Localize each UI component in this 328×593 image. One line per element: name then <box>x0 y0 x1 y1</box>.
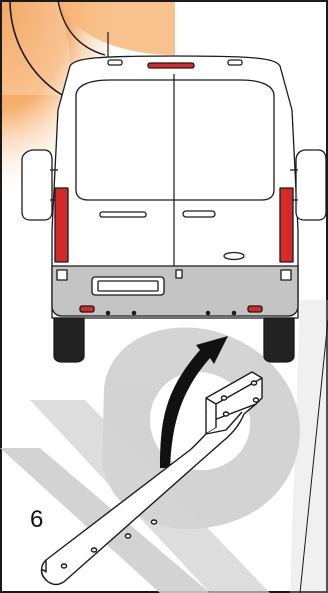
step-number: 6 <box>30 508 43 532</box>
van-icon <box>22 32 326 362</box>
